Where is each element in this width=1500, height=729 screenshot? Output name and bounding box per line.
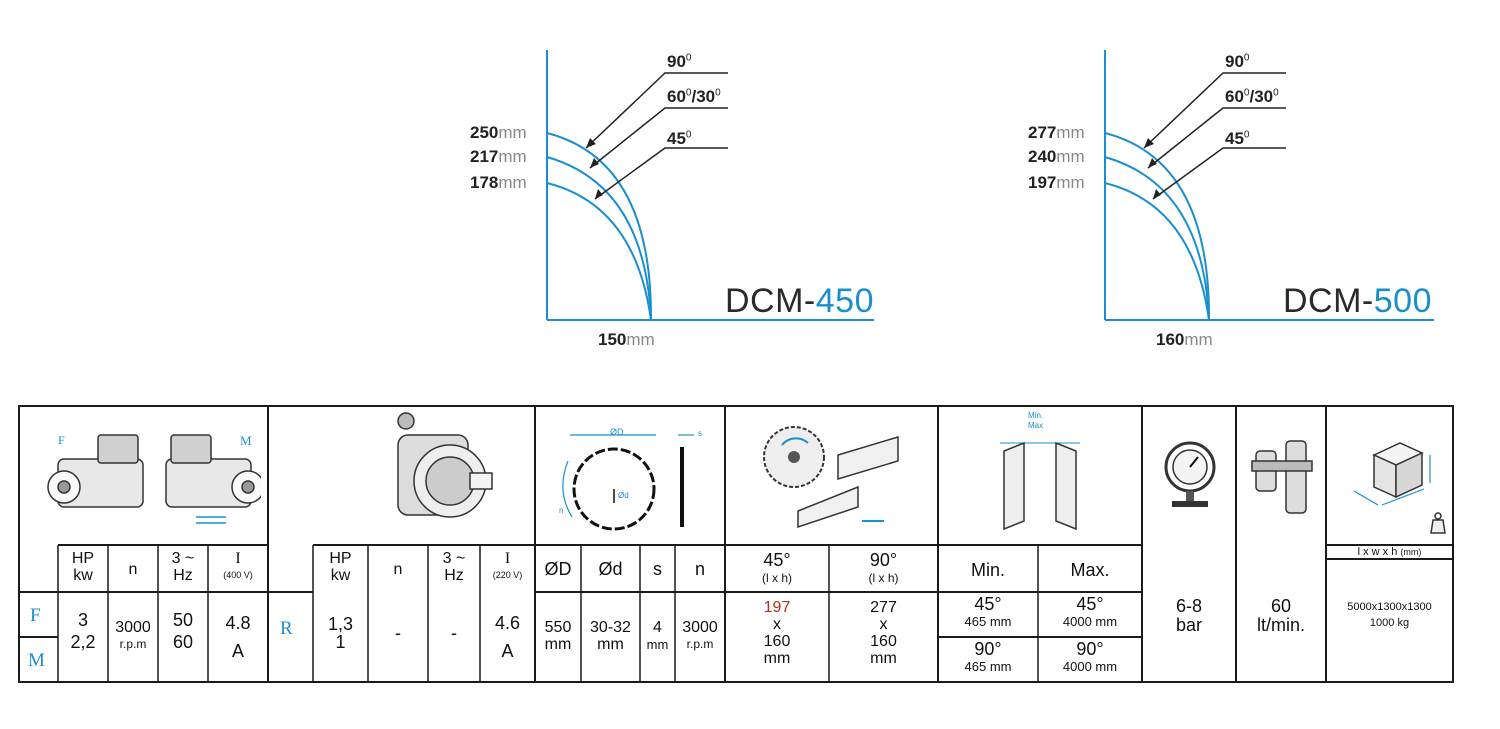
cut-curves-graphic: [1104, 50, 1434, 321]
blade-s-label: s: [698, 429, 702, 438]
rotary-n-header: n: [393, 561, 403, 578]
blade-n-header: n: [694, 559, 705, 579]
profile-icon-max-label: Max: [1028, 421, 1044, 430]
blade-d-outer-header: ØD: [544, 559, 572, 579]
rotary-hz-header: 3 ~Hz: [442, 550, 466, 584]
profile-min-45: 45°465 mm: [964, 594, 1012, 629]
spec-table: F M ØD Ød s n: [18, 405, 1454, 685]
motor-icon-label: M: [240, 433, 252, 448]
pressure-gauge-icon: [1164, 441, 1216, 507]
air-filter-icon: [1251, 440, 1313, 514]
angle-45-label: 450: [667, 129, 692, 148]
cutting-capacity-icon: [763, 426, 899, 529]
angle-90-label: 900: [1225, 52, 1250, 71]
feed-n-header: n: [128, 561, 138, 578]
width-label: 160mm: [1156, 330, 1213, 349]
motors-icon: [47, 434, 261, 524]
angle-90-label: 900: [667, 52, 692, 71]
rotary-hz-value: -: [451, 623, 457, 643]
cut-diagram-dcm-450: 900 600/300 450 250mm 217mm 178mm 150mm …: [440, 0, 920, 370]
rotary-row-label: R: [280, 618, 293, 639]
angle-45-label: 450: [1225, 129, 1250, 148]
table-grid: [18, 405, 1454, 683]
dimensions-header: l x w x h (mm): [1357, 546, 1422, 558]
blade-diagram-icon: [562, 434, 694, 531]
cut-curves-graphic: [546, 50, 874, 321]
profile-icon-min-label: Min.: [1028, 411, 1044, 420]
height-label-3: 178mm: [470, 173, 527, 192]
blade-d-outer-label: ØD: [610, 427, 624, 437]
height-label-1: 277mm: [1028, 123, 1085, 142]
cut-diagram-dcm-500: 900 600/300 450 277mm 240mm 197mm 160mm …: [998, 0, 1478, 370]
feed-icon-label: F: [58, 433, 65, 447]
profile-min-90: 90°465 mm: [964, 639, 1012, 674]
model-name: DCM-450: [725, 282, 874, 320]
dimensions-box-icon: [1353, 442, 1431, 506]
feed-hz-header: 3 ~Hz: [171, 550, 195, 584]
motor-row-label: M: [28, 650, 45, 671]
height-label-3: 197mm: [1028, 173, 1085, 192]
feed-i-header: I(400 V): [223, 550, 253, 580]
profile-max-header: Max.: [1070, 560, 1110, 580]
angle-60-30-label: 600/300: [667, 87, 721, 106]
blade-d-inner-header: Ød: [598, 559, 623, 579]
profile-length-icon: [1000, 441, 1080, 531]
feed-row-label: F: [30, 605, 41, 626]
height-label-2: 240mm: [1028, 147, 1085, 166]
blade-d-inner-label: Ød: [618, 491, 629, 500]
rotary-i-header: I(220 V): [492, 550, 523, 580]
weight-icon: [1430, 512, 1446, 534]
cut-45-header: 45°(l x h): [762, 550, 792, 585]
model-name: DCM-500: [1283, 282, 1432, 320]
cut-90-header: 90°(l x h): [868, 550, 899, 585]
width-label: 150mm: [598, 330, 655, 349]
height-label-2: 217mm: [470, 147, 527, 166]
profile-max-45: 45°4000 mm: [1062, 594, 1118, 629]
rotary-n-value: -: [395, 623, 401, 643]
angle-60-30-label: 600/300: [1225, 87, 1279, 106]
height-label-1: 250mm: [470, 123, 527, 142]
rotary-motor-icon: [397, 412, 493, 518]
profile-min-header: Min.: [970, 560, 1005, 580]
blade-s-header: s: [653, 559, 662, 579]
profile-max-90: 90°4000 mm: [1062, 639, 1118, 674]
blade-n-label: n: [559, 506, 564, 515]
